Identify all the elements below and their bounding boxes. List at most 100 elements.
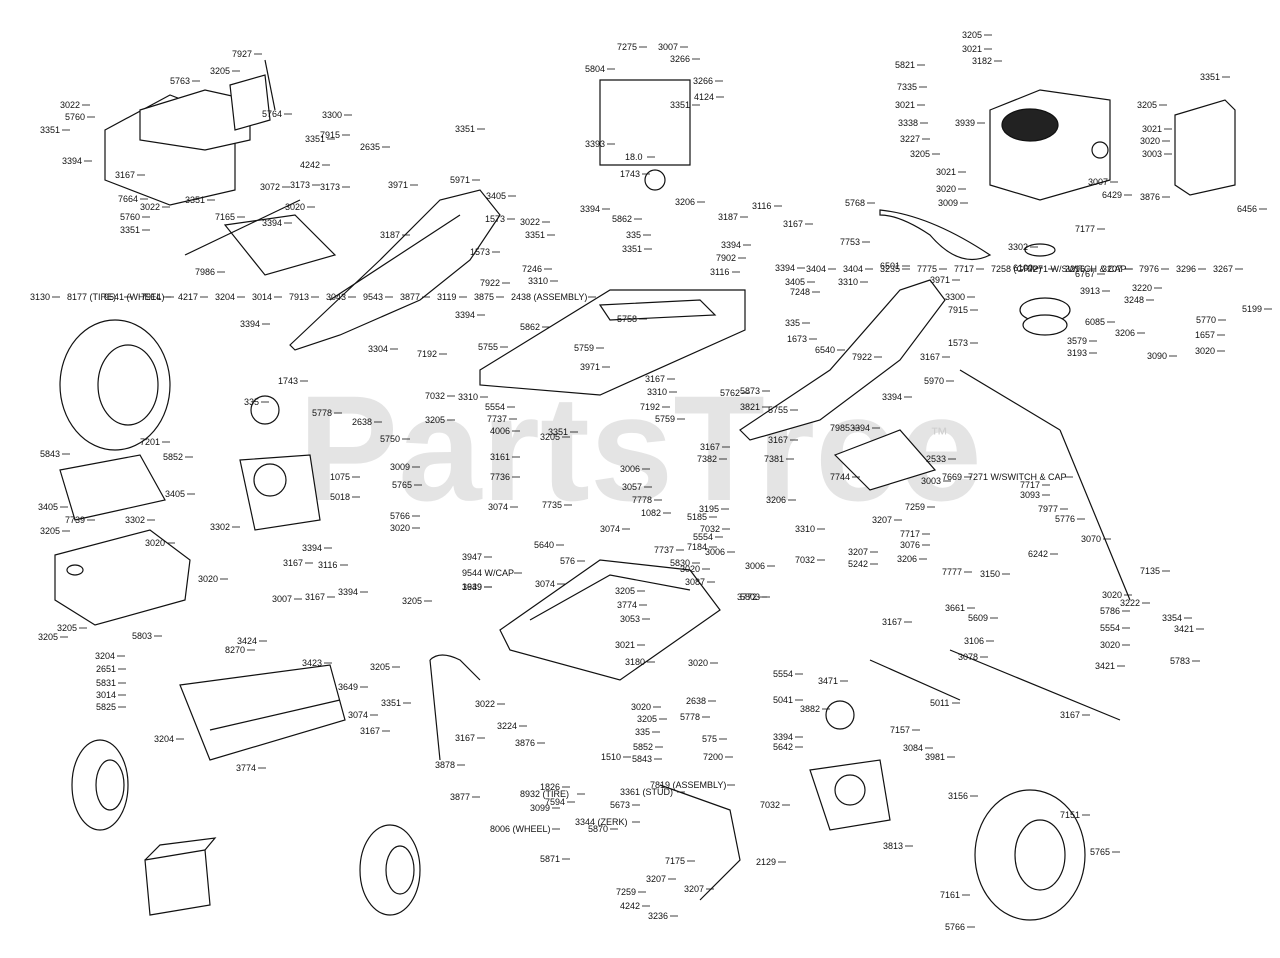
part-number-label: 5852: [163, 452, 183, 462]
part-number-label: 3187: [718, 212, 738, 222]
part-number-label: 3207: [1102, 264, 1122, 274]
part-number-label: 3020: [198, 574, 218, 584]
part-number-label: 3090: [1147, 351, 1167, 361]
part-number-label: 5843: [632, 754, 652, 764]
part-number-label: 3394: [338, 587, 358, 597]
part-number-label: 1082: [641, 508, 661, 518]
part-number-label: 3774: [236, 763, 256, 773]
part-number-label: 7902: [716, 253, 736, 263]
part-number-label: 5776: [1055, 514, 1075, 524]
rear-tire-left: [59, 319, 171, 451]
part-number-label: 4242: [300, 160, 320, 170]
part-number-label: 3207: [684, 884, 704, 894]
part-number-label: 3130: [30, 292, 50, 302]
part-number-label: 5852: [633, 742, 653, 752]
fuel-tank-lower: [54, 529, 191, 626]
part-number-label: 3093: [1020, 490, 1040, 500]
part-number-label: 3310: [458, 392, 478, 402]
part-number-label: 3053: [620, 614, 640, 624]
part-number-label: 7161: [940, 890, 960, 900]
part-number-label: 3649: [462, 582, 482, 592]
part-number-label: 3302: [125, 515, 145, 525]
part-number-label: 7192: [417, 349, 437, 359]
part-number-label: 3394: [302, 543, 322, 553]
part-number-label: 3302: [1008, 242, 1028, 252]
part-number-label: 3206: [1115, 328, 1135, 338]
part-number-label: 2438 (ASSEMBLY): [511, 292, 587, 302]
part-number-label: 1510: [601, 752, 621, 762]
part-number-label: 7778: [632, 495, 652, 505]
part-number-label: 3204: [154, 734, 174, 744]
part-number-label: 3266: [693, 76, 713, 86]
part-number-label: 6242: [1028, 549, 1048, 559]
part-number-label: 2635: [360, 142, 380, 152]
part-number-label: 5755: [478, 342, 498, 352]
part-number-label: 7271 W/SWITCH & CAP: [968, 472, 1067, 482]
part-number-label: 3267: [1213, 264, 1233, 274]
front-wheel-left: [71, 739, 129, 831]
part-number-label: 3167: [115, 170, 135, 180]
part-number-label: 5862: [612, 214, 632, 224]
part-number-label: 3338: [898, 118, 918, 128]
part-number-label: 5199: [1242, 304, 1262, 314]
part-number-label: 2129: [756, 857, 776, 867]
part-number-label: 8177 (TIRE): [67, 292, 116, 302]
part-number-label: 3009: [938, 198, 958, 208]
part-number-label: 5971: [450, 175, 470, 185]
part-number-label: 7737: [654, 545, 674, 555]
part-number-label: 3161: [490, 452, 510, 462]
part-number-label: 335: [785, 318, 800, 328]
part-number-label: 3351: [305, 134, 325, 144]
part-number-label: 3116: [752, 201, 771, 211]
part-number-label: 3206: [675, 197, 695, 207]
part-number-label: 5862: [520, 322, 540, 332]
part-number-label: 6456: [1237, 204, 1257, 214]
part-number-label: 3022: [140, 202, 160, 212]
part-number-label: 7259: [905, 502, 925, 512]
part-number-label: 3205: [637, 714, 657, 724]
part-number-label: 7382: [697, 454, 717, 464]
part-number-label: 7275: [617, 42, 637, 52]
part-number-label: 3394: [721, 240, 741, 250]
part-number-label: 7151: [1060, 810, 1080, 820]
part-number-label: 7192: [640, 402, 660, 412]
drive-belt: [879, 209, 992, 261]
part-number-label: 5803: [132, 631, 152, 641]
part-number-label: 1657: [1195, 330, 1215, 340]
part-number-label: 3021: [1142, 124, 1162, 134]
part-number-label: 5766: [390, 511, 410, 521]
part-number-label: 3020: [145, 538, 165, 548]
part-number-label: 3205: [370, 662, 390, 672]
part-number-label: 7717: [1020, 480, 1040, 490]
part-number-label: 3227: [900, 134, 920, 144]
part-number-label: 5041: [773, 695, 793, 705]
part-number-label: 7913: [289, 292, 309, 302]
part-number-label: 3877: [400, 292, 420, 302]
part-number-label: 5873: [740, 386, 760, 396]
part-number-label: 7744: [830, 472, 850, 482]
transaxle-left: [239, 395, 321, 531]
part-number-label: 1826: [540, 782, 560, 792]
part-number-label: 3003: [921, 476, 941, 486]
part-number-label: 7977: [1038, 504, 1058, 514]
part-number-label: 3167: [783, 219, 803, 229]
part-number-label: 3351: [40, 125, 60, 135]
part-number-label: 1573: [470, 247, 490, 257]
part-number-label: 3006: [745, 561, 765, 571]
part-number-label: 2651: [96, 664, 116, 674]
part-number-label: 2638: [352, 417, 372, 427]
part-number-label: 7669: [942, 472, 962, 482]
part-number-label: 7922: [852, 352, 872, 362]
part-number-label: 7246: [522, 264, 542, 274]
part-number-label: 5768: [845, 198, 865, 208]
part-number-label: 3205: [910, 149, 930, 159]
part-number-label: 1673: [787, 334, 807, 344]
part-number-label: 3351: [548, 427, 568, 437]
part-number-label: 3204: [215, 292, 235, 302]
part-number-label: 3057: [622, 482, 642, 492]
part-number-label: 5758: [617, 314, 637, 324]
part-number-label: 3021: [962, 44, 982, 54]
part-number-label: 3070: [1081, 534, 1101, 544]
part-number-label: 7032: [425, 391, 445, 401]
